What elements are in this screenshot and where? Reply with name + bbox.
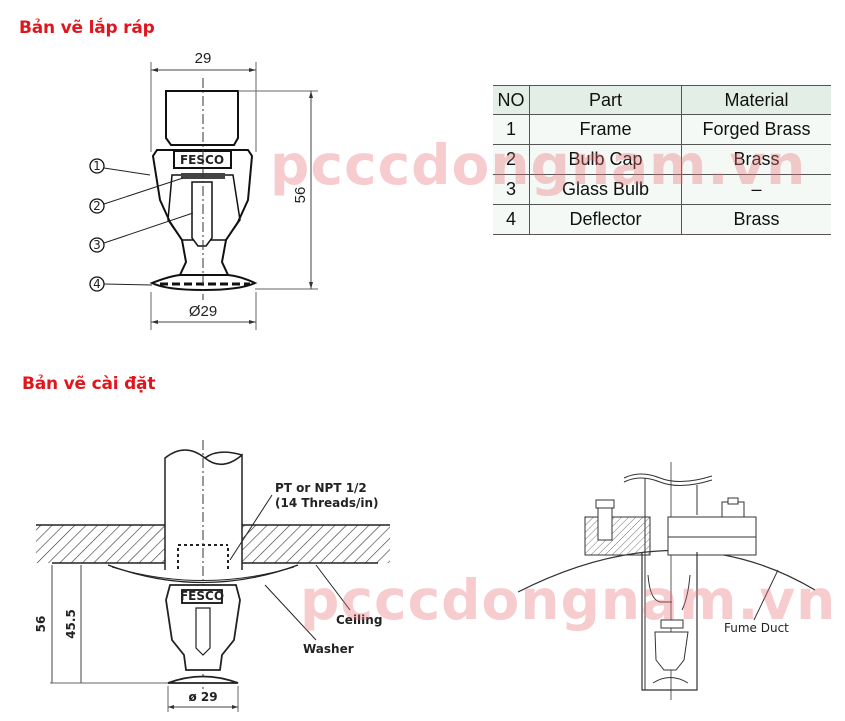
header-no: NO [493,85,530,115]
callout-4: 4 [89,276,153,292]
height-dimension-total: 56 [34,616,48,633]
installation-drawing: FESCO PT or NPT 1/2 (14 Threads/in) Ceil… [34,440,390,712]
callout-3: 3 [89,212,194,253]
table-header-row: NO Part Material [493,85,831,115]
assembly-drawing-title: Bản vẽ lắp ráp [19,18,155,38]
cell-no: 1 [493,114,530,145]
thread-spec-line1: PT or NPT 1/2 [275,481,367,495]
top-width-dimension: 29 [195,50,212,67]
cell-material: Brass [681,144,831,175]
table-row: 4 Deflector Brass [493,204,831,235]
cell-no: 3 [493,174,530,205]
svg-text:4: 4 [93,277,101,291]
header-material: Material [681,85,831,115]
table-row: 2 Bulb Cap Brass [493,144,831,175]
callout-1: 1 [89,158,151,176]
cell-material: – [681,174,831,205]
brand-label: FESCO [180,153,224,167]
svg-text:1: 1 [93,159,101,173]
height-dimension-exposed: 45.5 [64,609,78,639]
svg-text:2: 2 [93,199,101,213]
cell-material: Brass [681,204,831,235]
table-row: 1 Frame Forged Brass [493,114,831,145]
fume-duct-label: Fume Duct [724,621,789,635]
cell-part: Frame [529,114,682,145]
callout-2: 2 [89,177,184,214]
cell-material: Forged Brass [681,114,831,145]
cell-part: Deflector [529,204,682,235]
height-dimension: 56 [292,187,309,204]
brand-label-small: FESCO [180,589,224,603]
deflector-dimension: Ø29 [189,303,217,320]
thread-spec-line2: (14 Threads/in) [275,496,379,510]
cell-part: Bulb Cap [529,144,682,175]
fume-duct-drawing: Fume Duct [517,462,816,700]
svg-text:3: 3 [93,238,101,252]
deflector-dimension-small: ø 29 [188,690,217,704]
cell-no: 4 [493,204,530,235]
cell-no: 2 [493,144,530,175]
header-part: Part [529,85,682,115]
ceiling-label: Ceiling [336,613,382,627]
installation-drawing-title: Bản vẽ cài đặt [22,374,156,394]
cell-part: Glass Bulb [529,174,682,205]
washer-label: Washer [303,642,354,656]
table-row: 3 Glass Bulb – [493,174,831,205]
assembly-drawing: 29 FESCO 56 Ø29 1 [89,50,318,330]
parts-table: NO Part Material 1 Frame Forged Brass 2 … [493,85,831,235]
